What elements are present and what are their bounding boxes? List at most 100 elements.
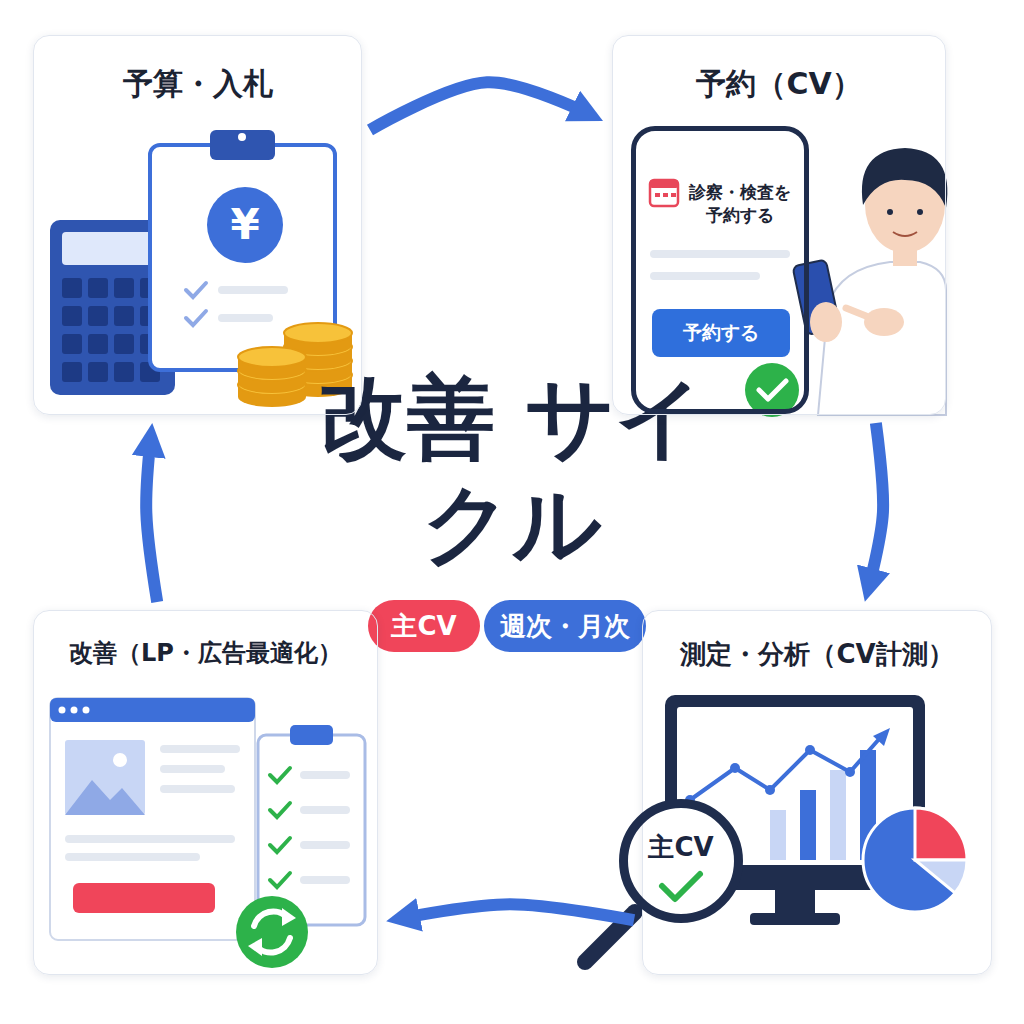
person-figure <box>810 302 842 342</box>
calculator-icon <box>62 232 163 265</box>
clipboard-icon <box>207 187 283 263</box>
check-row <box>270 803 290 817</box>
person-figure <box>792 148 947 415</box>
browser-page <box>73 883 215 913</box>
phone-body <box>650 272 760 280</box>
booking-card: 予約（CV） 診察・検査を予約する予約する <box>612 35 946 415</box>
magnifier-icon <box>623 803 737 917</box>
phone-body <box>671 193 676 197</box>
browser-page <box>59 707 66 714</box>
clipboard-icon <box>186 283 206 297</box>
monitor-chart <box>873 728 890 746</box>
node-text: 改善（LP・広告最適化） <box>34 639 377 668</box>
clipboard-icon <box>218 286 288 294</box>
cycle-arrow <box>370 82 588 130</box>
clipboard-icon <box>210 130 275 160</box>
monitor-chart <box>730 763 740 773</box>
person-figure <box>846 308 866 316</box>
calculator-key <box>62 362 82 382</box>
calculator-key <box>62 306 82 326</box>
calculator-key <box>88 306 108 326</box>
cycle-title: 改善 サイクル <box>312 365 712 576</box>
person-figure <box>818 262 946 415</box>
node-text: 予約（CV） <box>613 66 945 102</box>
checklist-clipboard <box>290 725 333 745</box>
node-text: 週次・月次 <box>500 609 630 644</box>
cycle-arrow <box>403 904 634 920</box>
refresh-badge <box>236 896 308 968</box>
browser-page <box>160 785 235 793</box>
monitor-chart <box>800 790 816 860</box>
phone-body <box>650 180 678 188</box>
node-text: 測定・分析（CV計測） <box>643 639 991 670</box>
person-figure <box>862 148 947 208</box>
pie-chart <box>915 860 967 893</box>
node-text: 診察・検査を予約する <box>684 181 796 227</box>
check-row <box>300 841 350 849</box>
clipboard-icon <box>186 311 206 325</box>
browser-page <box>50 698 255 722</box>
browser-page <box>160 765 225 773</box>
refresh-badge <box>236 896 308 968</box>
monitor-chart <box>690 738 880 800</box>
browser-page <box>71 707 78 714</box>
calculator-key <box>88 278 108 298</box>
calculator-key <box>62 278 82 298</box>
browser-page <box>65 740 145 815</box>
phone-body <box>655 193 660 197</box>
browser-page <box>160 745 240 753</box>
check-row <box>270 768 350 887</box>
monitor-chart <box>750 913 840 925</box>
refresh-badge <box>248 938 262 956</box>
monitor-chart <box>830 770 846 860</box>
cycle-arrow <box>146 440 157 602</box>
tag-pill: 週次・月次 <box>484 600 646 652</box>
check-row <box>270 838 290 852</box>
calculator-key <box>114 362 134 382</box>
check-row <box>300 806 350 814</box>
improve-card: 改善（LP・広告最適化） <box>33 610 378 975</box>
browser-page <box>50 698 255 940</box>
measure-card: 測定・分析（CV計測）主CV <box>642 610 992 975</box>
check-row <box>300 876 350 884</box>
check-row <box>270 873 290 887</box>
clipboard-icon <box>238 133 246 141</box>
browser-page <box>83 707 90 714</box>
person-figure <box>893 232 917 236</box>
calculator-key <box>114 278 134 298</box>
tag-pill: 主CV <box>368 600 480 652</box>
calculator-key <box>114 334 134 354</box>
phone-screen: 診察・検査を予約する予約する <box>631 126 809 414</box>
node-text: 予算・入札 <box>34 66 361 102</box>
check-row <box>270 768 290 782</box>
calculator-key <box>114 306 134 326</box>
refresh-badge <box>282 908 296 926</box>
coin-stack <box>238 347 306 367</box>
coin-stack <box>284 323 352 343</box>
monitor-chart <box>775 890 815 915</box>
calculator-key <box>62 278 160 382</box>
calculator-key <box>88 334 108 354</box>
magnifier-icon <box>585 803 737 962</box>
person-figure <box>887 209 893 215</box>
clipboard-icon <box>218 314 273 322</box>
pie-chart <box>863 808 967 912</box>
node-text: 主CV <box>391 609 456 644</box>
browser-page <box>50 698 255 940</box>
magnifier-lens: 主CV <box>619 799 743 923</box>
browser-page <box>65 780 145 815</box>
phone-body <box>650 180 678 206</box>
check-badge <box>745 363 799 417</box>
check-badge <box>759 381 786 399</box>
monitor-chart <box>770 810 786 860</box>
monitor-chart <box>845 767 855 777</box>
pie-chart <box>915 808 967 860</box>
check-badge <box>745 363 799 417</box>
monitor-chart <box>805 745 815 755</box>
budget-card: 予算・入札 <box>33 35 362 415</box>
yen-symbol: ¥ <box>215 199 275 251</box>
checklist-clipboard <box>258 725 365 925</box>
node-text: 主CV <box>628 830 734 865</box>
